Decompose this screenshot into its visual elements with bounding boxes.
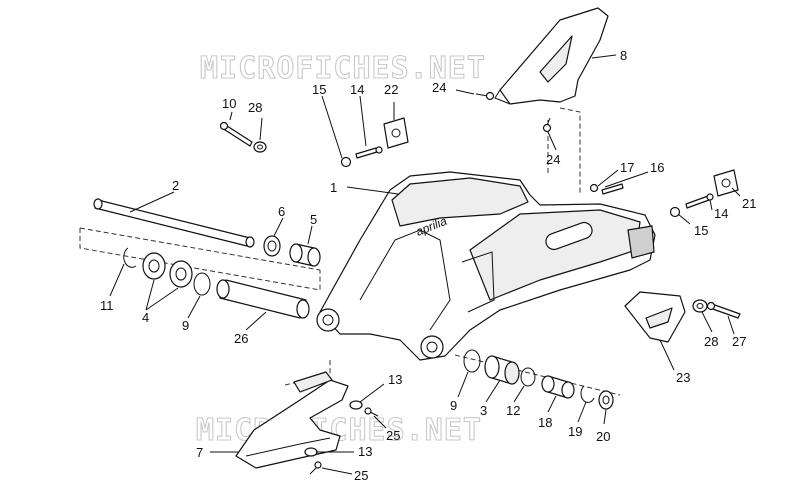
watermark-top: MICROFICHES.NET: [200, 51, 486, 86]
washer-28-upper: [253, 141, 267, 153]
callout-4: 4: [142, 310, 149, 325]
callout-12: 12: [506, 403, 520, 418]
screw-25-upper: [364, 407, 379, 417]
callout-8: 8: [620, 48, 627, 63]
callout-15-right: 15: [694, 223, 708, 238]
chain-slider-lower: [235, 371, 349, 469]
swingarm-axle: [93, 198, 255, 248]
screw-17: [589, 183, 599, 193]
callout-9-left: 9: [182, 318, 189, 333]
callout-10: 10: [222, 96, 236, 111]
bearing-3: [484, 355, 520, 385]
callout-14-upper: 14: [350, 82, 364, 97]
callout-11: 11: [100, 298, 114, 313]
callout-15-upper: 15: [312, 82, 326, 97]
nut-15-right: [669, 206, 681, 218]
o-ring-left: [193, 272, 211, 296]
bolt-14-right: [685, 193, 714, 209]
bracket-23: [624, 291, 686, 343]
bolt-14-upper: [355, 146, 383, 159]
swingarm-body: aprilia: [316, 171, 656, 361]
circlip-left: [123, 247, 137, 268]
chain-adjuster-21: [713, 169, 739, 197]
callout-24-lower: 24: [546, 152, 560, 167]
screw-25-lower: [309, 461, 322, 475]
leader-lines: [109, 54, 741, 475]
washer-28-right: [692, 299, 708, 313]
chain-guard-upper: [494, 7, 609, 105]
callout-9-right: 9: [450, 398, 457, 413]
callout-21: 21: [742, 196, 756, 211]
callout-25-upper: 25: [386, 428, 400, 443]
callout-23: 23: [676, 370, 690, 385]
callout-13-upper: 13: [388, 372, 402, 387]
callout-24-upper: 24: [432, 80, 446, 95]
callout-27: 27: [732, 334, 746, 349]
callout-6: 6: [278, 204, 285, 219]
bolt-10: [219, 121, 253, 147]
bolt-27: [706, 301, 741, 319]
callout-28-upper: 28: [248, 100, 262, 115]
screw-24-lower: [542, 117, 552, 133]
callout-14-right: 14: [714, 206, 728, 221]
callout-3: 3: [480, 403, 487, 418]
o-ring-right: [463, 349, 481, 373]
bolt-16: [601, 183, 624, 195]
watermark-bottom: MICROFICHES.NET: [196, 413, 482, 448]
callout-13-lower: 13: [358, 444, 372, 459]
callout-17: 17: [620, 160, 634, 175]
assembly-guide-lines: [79, 107, 621, 396]
bush-18: [541, 375, 575, 399]
insert-13-lower: [304, 447, 318, 457]
bearings-pair: [142, 252, 193, 288]
callout-22: 22: [384, 82, 398, 97]
circlip-19: [580, 385, 595, 403]
callout-16: 16: [650, 160, 664, 175]
nut-15-upper: [340, 156, 352, 168]
insert-13-upper: [349, 400, 363, 410]
chain-adjuster-22: [383, 117, 409, 149]
callout-20: 20: [596, 429, 610, 444]
callout-18: 18: [538, 415, 552, 430]
callout-labels: 1 2 3 4 5 6 7 8 9 9 10 11 12 13 13 14 14…: [100, 48, 756, 483]
callout-1: 1: [330, 180, 337, 195]
seal-20: [598, 390, 614, 410]
callout-28-right: 28: [704, 334, 718, 349]
callout-26: 26: [234, 331, 248, 346]
seal-12: [520, 367, 536, 387]
callout-7: 7: [196, 445, 203, 460]
callout-25-lower: 25: [354, 468, 368, 483]
axle-nut: [263, 235, 281, 257]
callout-19: 19: [568, 424, 582, 439]
callout-2: 2: [172, 178, 179, 193]
axle-bush: [289, 243, 321, 267]
spacer-tube: [216, 279, 310, 319]
callout-5: 5: [310, 212, 317, 227]
screw-24-upper: [475, 91, 495, 101]
